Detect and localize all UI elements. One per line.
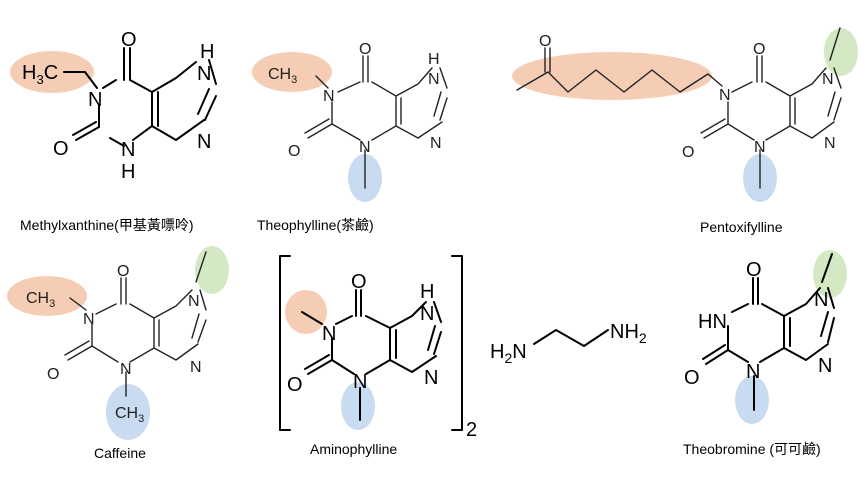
atom-n1: N: [719, 87, 731, 104]
highlight-methyl-n1: [285, 290, 327, 334]
oxohexyl-chain: [516, 69, 723, 93]
double-bonds: [72, 47, 210, 141]
atom-n7: N: [188, 293, 200, 310]
atom-o-top: O: [746, 259, 762, 281]
atom-hn1: HN: [698, 311, 727, 333]
structure-ethylenediamine: H2N NH2: [490, 321, 647, 366]
highlight-methyl-n1: [10, 51, 94, 93]
atom-o-top: O: [351, 271, 367, 293]
atom-n3: N: [353, 371, 367, 393]
atom-o-bottom: O: [682, 144, 694, 161]
atom-o-ketone: O: [539, 33, 551, 50]
caption-caffeine: Caffeine: [94, 445, 146, 461]
double-bonds: [702, 277, 829, 365]
structure-theophylline: O N O N H N N CH3: [252, 41, 448, 202]
highlight-methyl-n7: [813, 250, 847, 298]
atom-o-top: O: [121, 29, 137, 51]
atom-n7: N: [420, 303, 434, 325]
atom-o-top: O: [359, 41, 371, 58]
highlight-methyl-n7: [824, 28, 858, 76]
atom-o-bottom: O: [53, 138, 69, 160]
ring-bonds: [315, 67, 448, 189]
caption-methylxanthine: Methylxanthine(甲基黃嘌呤): [20, 217, 194, 233]
atom-h7: H: [200, 41, 214, 63]
group-nh2: NH2: [610, 321, 647, 346]
structure-caffeine: O N O N N N CH3 CH3: [7, 246, 229, 440]
caption-aminophylline: Aminophylline: [310, 441, 397, 457]
highlight-oxohexyl-chain: [512, 52, 712, 100]
atom-n1: N: [83, 311, 95, 328]
atom-n3: N: [120, 361, 132, 378]
highlight-methyl-n3: [735, 376, 769, 424]
double-bonds: [64, 277, 200, 361]
ring-bonds: [84, 59, 217, 147]
double-bonds: [304, 55, 442, 139]
ring-bonds: [69, 251, 207, 397]
atom-n9: N: [430, 135, 442, 152]
highlight-methyl-n1: [7, 276, 87, 316]
highlight-methyl-n3: [106, 384, 150, 440]
atom-n3: N: [754, 139, 766, 156]
ring-bonds: [727, 253, 835, 411]
atom-n3: N: [359, 139, 371, 156]
ring-bonds: [301, 301, 442, 421]
group-ch3-n3: CH3: [115, 405, 144, 425]
atom-h7: H: [428, 51, 440, 68]
ring-bonds: [727, 27, 842, 189]
atom-n7: N: [197, 63, 211, 85]
caption-theobromine: Theobromine (可可鹼): [683, 441, 821, 457]
atom-o-bottom: O: [287, 374, 303, 396]
structure-methylxanthine: O N O N H H N N H3C: [10, 29, 217, 183]
atom-h7: H: [420, 281, 434, 303]
atom-n9: N: [190, 359, 202, 376]
caption-pentoxifylline: Pentoxifylline: [700, 219, 783, 235]
atom-n9: N: [424, 367, 438, 389]
atom-o-bottom: O: [47, 366, 59, 383]
caption-theophylline: Theophylline(茶鹼): [257, 217, 374, 233]
atom-n7: N: [428, 71, 440, 88]
atom-n7: N: [822, 71, 834, 88]
atom-o-bottom: O: [288, 143, 300, 160]
group-h2n: H2N: [490, 341, 527, 366]
structure-aminophylline: 2 O N O N H N N: [279, 255, 477, 441]
bracket-left: [279, 255, 291, 431]
structure-pentoxifylline: O O N O N N N: [512, 27, 858, 202]
atom-o-top: O: [117, 263, 129, 280]
atom-n9: N: [197, 131, 211, 153]
ketone-double-bond: [544, 47, 551, 73]
atom-h3: H: [121, 161, 135, 183]
highlight-methyl-n3: [341, 382, 375, 430]
group-ch3: CH3: [268, 66, 297, 86]
group-h3c: H3C: [22, 62, 58, 87]
highlight-methyl-n1: [252, 52, 332, 92]
atom-n3: N: [121, 139, 135, 161]
double-bonds: [304, 289, 436, 375]
atom-n1: N: [322, 323, 336, 345]
atom-n9: N: [824, 135, 836, 152]
atom-n7: N: [814, 289, 828, 311]
group-ch3-n1: CH3: [26, 290, 55, 310]
bracket-right: [451, 255, 463, 431]
atom-o-top: O: [753, 41, 765, 58]
atom-o-bottom: O: [684, 367, 700, 389]
structure-theobromine: O HN O N N N: [684, 250, 847, 424]
aminophylline-subscript: 2: [466, 419, 477, 441]
atom-n1: N: [323, 88, 335, 105]
atom-n1: N: [88, 89, 102, 111]
double-bonds: [700, 55, 836, 139]
atom-n9: N: [818, 355, 832, 377]
ethylene-bonds: [533, 329, 609, 347]
atom-n3: N: [746, 361, 760, 383]
